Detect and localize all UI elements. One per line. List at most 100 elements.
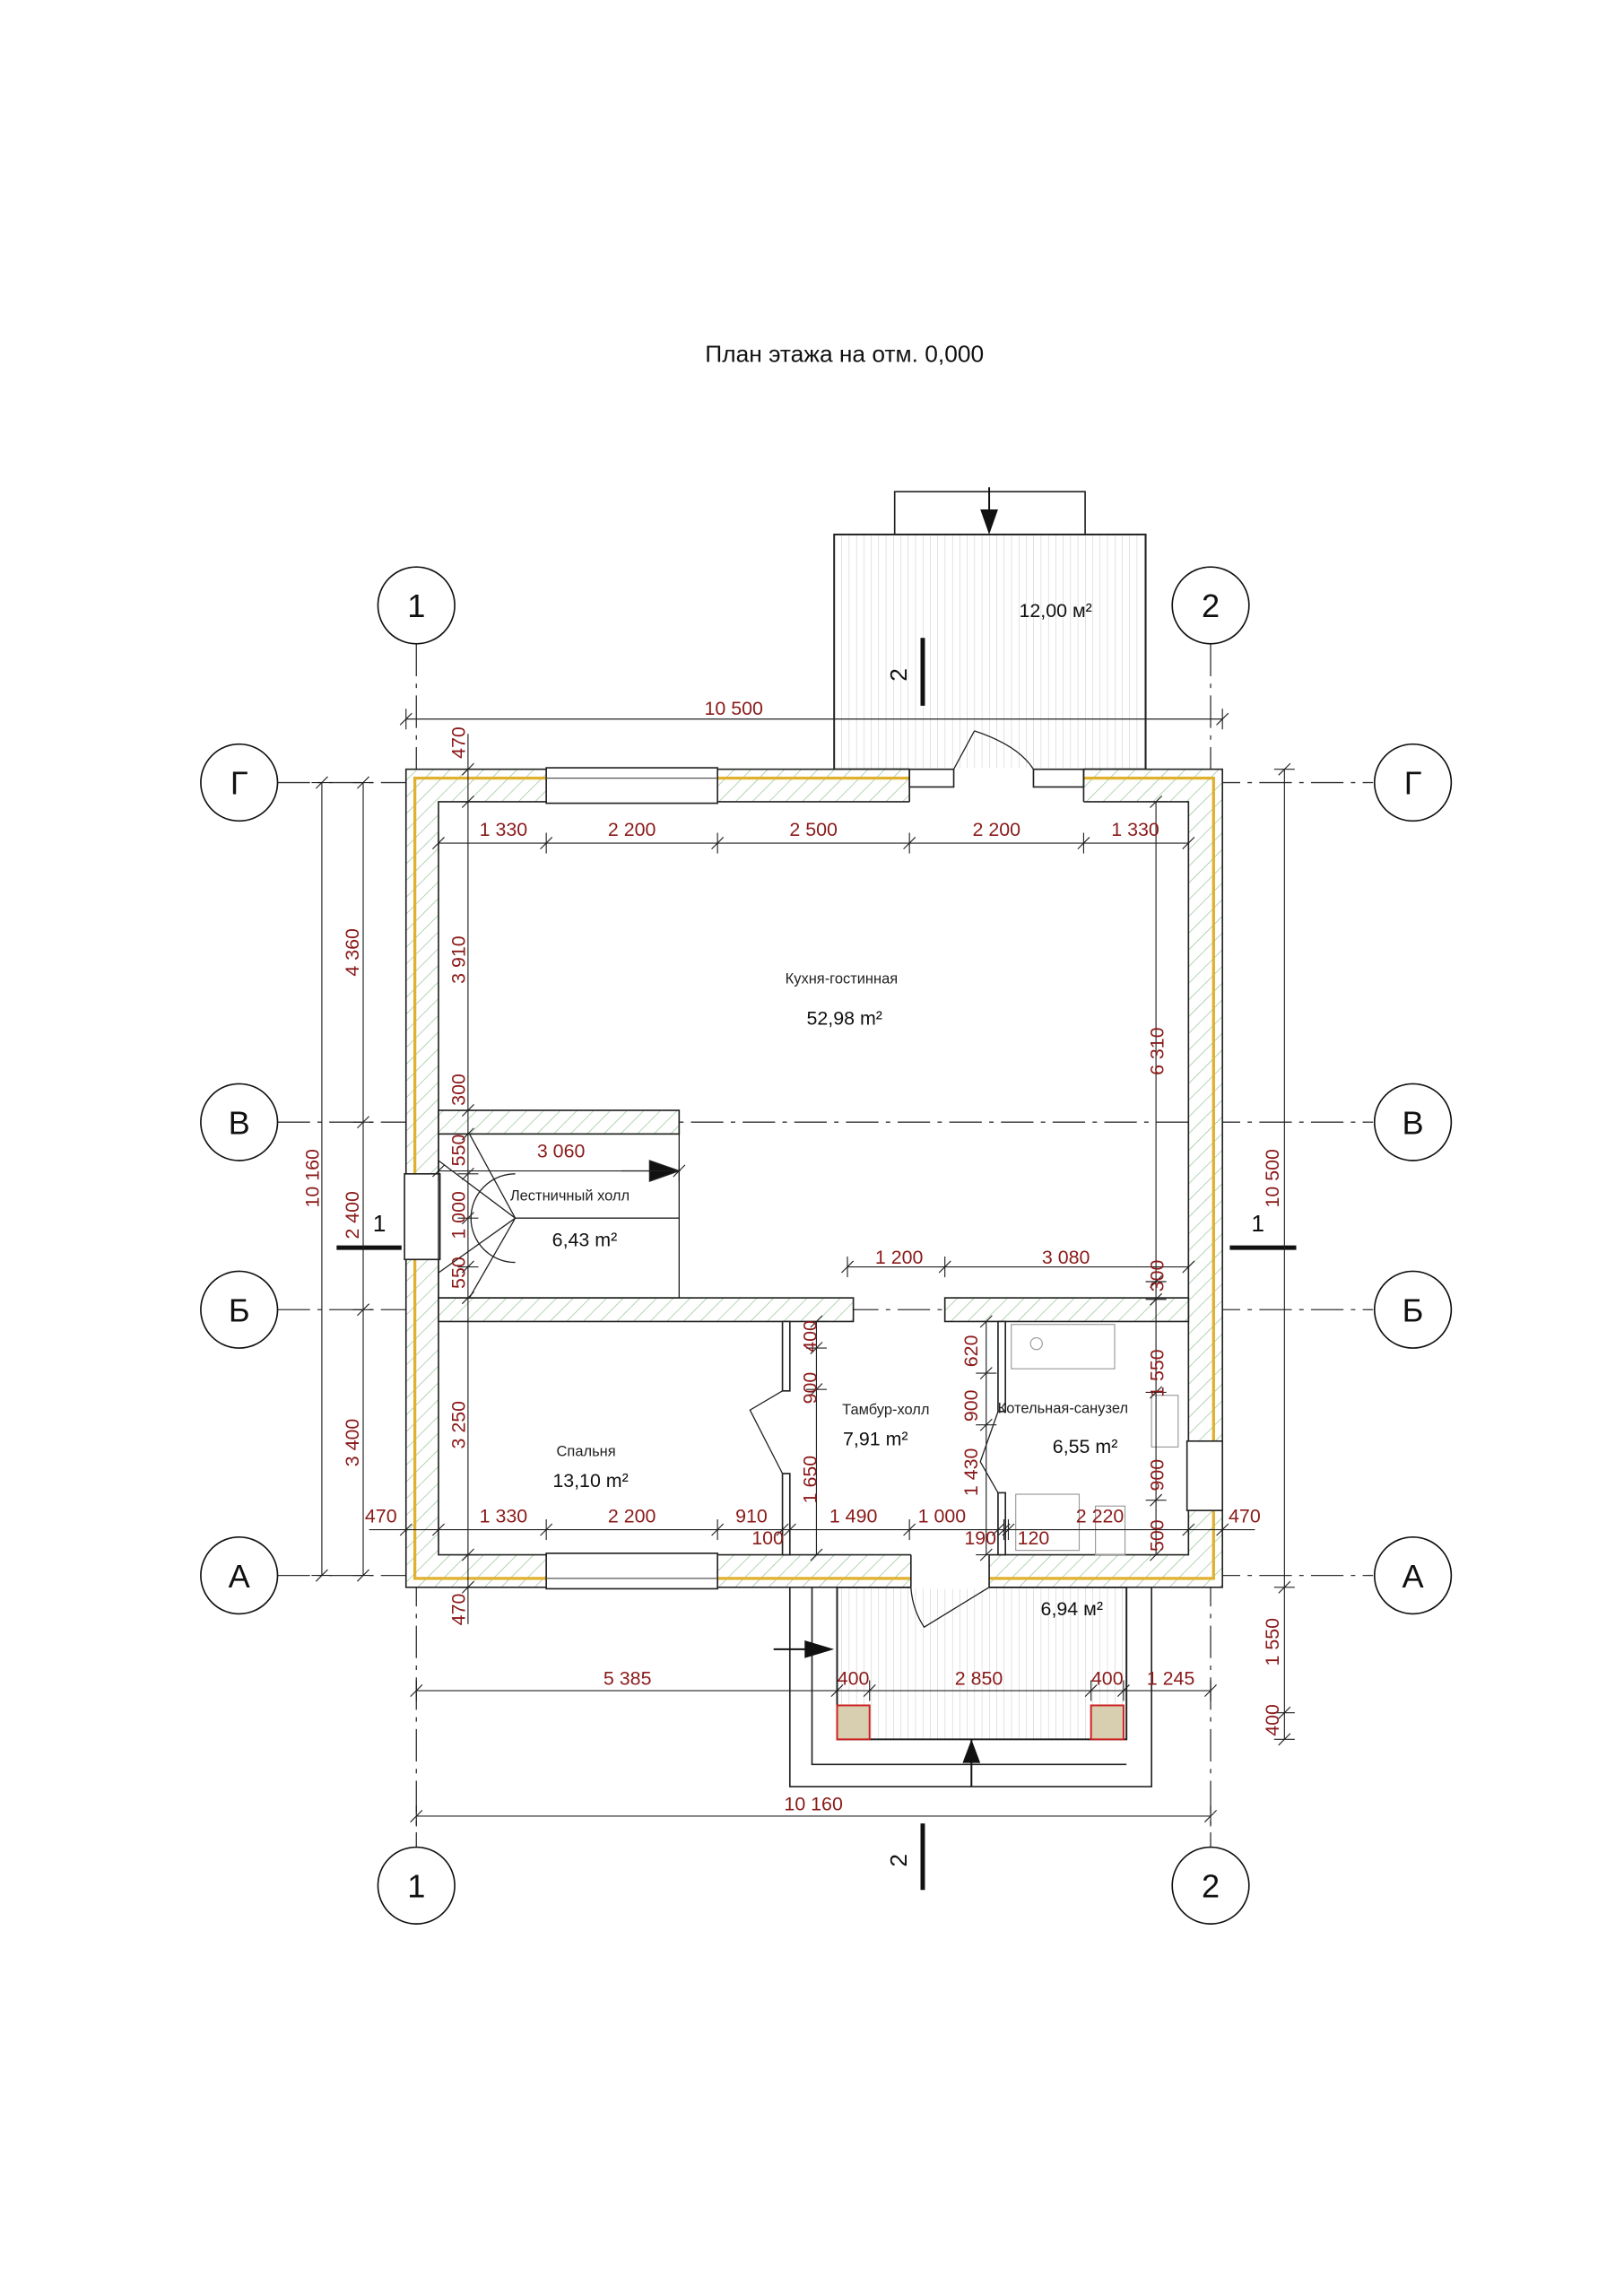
room-name-bedroom: Спальня [557,1443,616,1459]
dimension-label: 910 [735,1505,768,1526]
room-area-vestibule: 7,91 m² [843,1429,908,1450]
dimension-label: 900 [1146,1459,1168,1492]
dimension-label: 300 [1146,1259,1168,1292]
dimension-label: 2 400 [342,1191,363,1239]
axis-bubble-1-top: 1 [377,566,456,645]
dimension-label: 2 850 [955,1667,1003,1689]
axis-bubble-2-top: 2 [1171,566,1250,645]
axis-bubble-b-right: Б [1373,1270,1453,1349]
room-name-kitchen: Кухня-гостинная [786,970,899,987]
window [404,1172,441,1261]
svg-text:Г: Г [230,765,248,802]
entry-arrow-icon [980,509,998,535]
axis-bubble-a-right: А [1373,1535,1453,1615]
top-porch [833,487,1147,770]
dimension-label: 1 000 [448,1191,470,1239]
dimension-label: 1 200 [875,1247,924,1268]
dimension-label: 400 [799,1320,821,1352]
svg-text:Г: Г [1404,765,1422,802]
dimension-label: 1 330 [480,819,528,840]
entry-arrow-icon [804,1640,835,1658]
dimension-label: 550 [448,1135,470,1167]
svg-text:В: В [1402,1104,1423,1141]
axis-bubbles: 1 2 1 2 Г В Б А Г В Б А [200,566,1453,1925]
axis-bubble-v-right: В [1373,1083,1453,1161]
dimension-label: 3 080 [1042,1247,1090,1268]
dimension-label: 2 200 [608,1505,656,1526]
dimension-label: 1 490 [829,1505,878,1526]
room-area-bottom-porch: 6,94 м² [1041,1598,1103,1620]
dimension-label: 1 550 [1262,1618,1283,1666]
dimension-label: 1 550 [1146,1349,1168,1397]
svg-text:В: В [229,1104,250,1141]
room-area-stair-hall: 6,43 m² [552,1229,618,1250]
dimension-label: 1 000 [918,1505,967,1526]
dimension-label: 3 910 [448,935,470,984]
dimension-label: 4 360 [342,928,363,977]
dimension-label: 400 [838,1667,870,1689]
section-1-right: 1 [1251,1210,1264,1237]
dimension-label: 6 310 [1146,1027,1168,1075]
section-1-left: 1 [373,1210,386,1237]
dimension-label: 470 [448,726,470,759]
entry-arrow-icon [962,1739,981,1763]
plan-title: План этажа на отм. 0,000 [705,340,984,367]
svg-text:А: А [229,1558,251,1595]
svg-text:2: 2 [1202,587,1220,624]
svg-text:Б: Б [1403,1292,1424,1328]
window [1185,1439,1224,1511]
dimension-label: 500 [1146,1519,1168,1552]
dimension-label: 5 385 [604,1667,652,1689]
dimension-label: 3 060 [537,1141,586,1162]
svg-text:Б: Б [229,1292,250,1328]
window [545,1552,718,1590]
window [545,767,718,804]
dimension-label: 1 430 [960,1448,982,1496]
room-area-top-porch: 12,00 м² [1019,600,1091,622]
exterior-walls [404,730,1224,1629]
dimension-label: 10 160 [784,1793,843,1814]
room-name-vestibule: Тамбур-холл [842,1402,929,1418]
axis-bubble-g-left: Г [200,743,279,822]
dimension-label: 470 [448,1594,470,1626]
dimension-label: 100 [751,1527,784,1549]
dimension-label: 900 [960,1389,982,1422]
door [952,730,1035,770]
axis-bubble-b-left: Б [200,1270,279,1349]
dimension-label: 2 200 [608,819,656,840]
dimension-label: 1 650 [799,1456,821,1504]
axis-bubble-v-left: В [200,1083,279,1161]
dimension-labels: 10 500 1 330 2 200 2 500 2 200 1 330 3 060 1 20… [302,698,1283,1815]
dimension-label: 1 330 [1111,819,1159,840]
room-area-bedroom: 13,10 m² [552,1470,628,1492]
axis-bubble-2-bottom: 2 [1171,1846,1250,1925]
dimension-label: 1 330 [480,1505,528,1526]
room-area-kitchen: 52,98 m² [807,1008,882,1030]
dimension-label: 120 [1018,1527,1050,1549]
dimension-label: 10 500 [1262,1149,1283,1208]
dimension-label: 550 [448,1257,470,1289]
svg-text:2: 2 [1202,1867,1220,1904]
interior-walls [438,1109,1190,1556]
axis-bubble-g-right: Г [1373,743,1453,822]
room-name-stair-hall: Лестничный холл [510,1187,630,1204]
dimension-label: 620 [960,1335,982,1367]
dimension-label: 2 220 [1076,1505,1125,1526]
column [1090,1704,1125,1741]
bottom-porch [773,1586,1152,1787]
dimension-label: 190 [964,1527,996,1549]
section-marks: 1 1 2 2 [336,638,1297,1891]
dimension-label: 300 [448,1074,470,1106]
door [749,1390,784,1474]
svg-text:А: А [1402,1558,1424,1595]
dimension-label: 10 500 [705,698,764,719]
svg-text:1: 1 [407,1867,425,1904]
dimension-label: 3 400 [342,1419,363,1467]
dimension-label: 470 [365,1505,397,1526]
dimension-label: 3 250 [448,1401,470,1449]
sanitary-fixtures [1011,1324,1179,1556]
dimension-label: 2 500 [789,819,838,840]
dimension-label: 1 245 [1147,1667,1195,1689]
room-area-boiler-bathroom: 6,55 m² [1053,1436,1118,1457]
